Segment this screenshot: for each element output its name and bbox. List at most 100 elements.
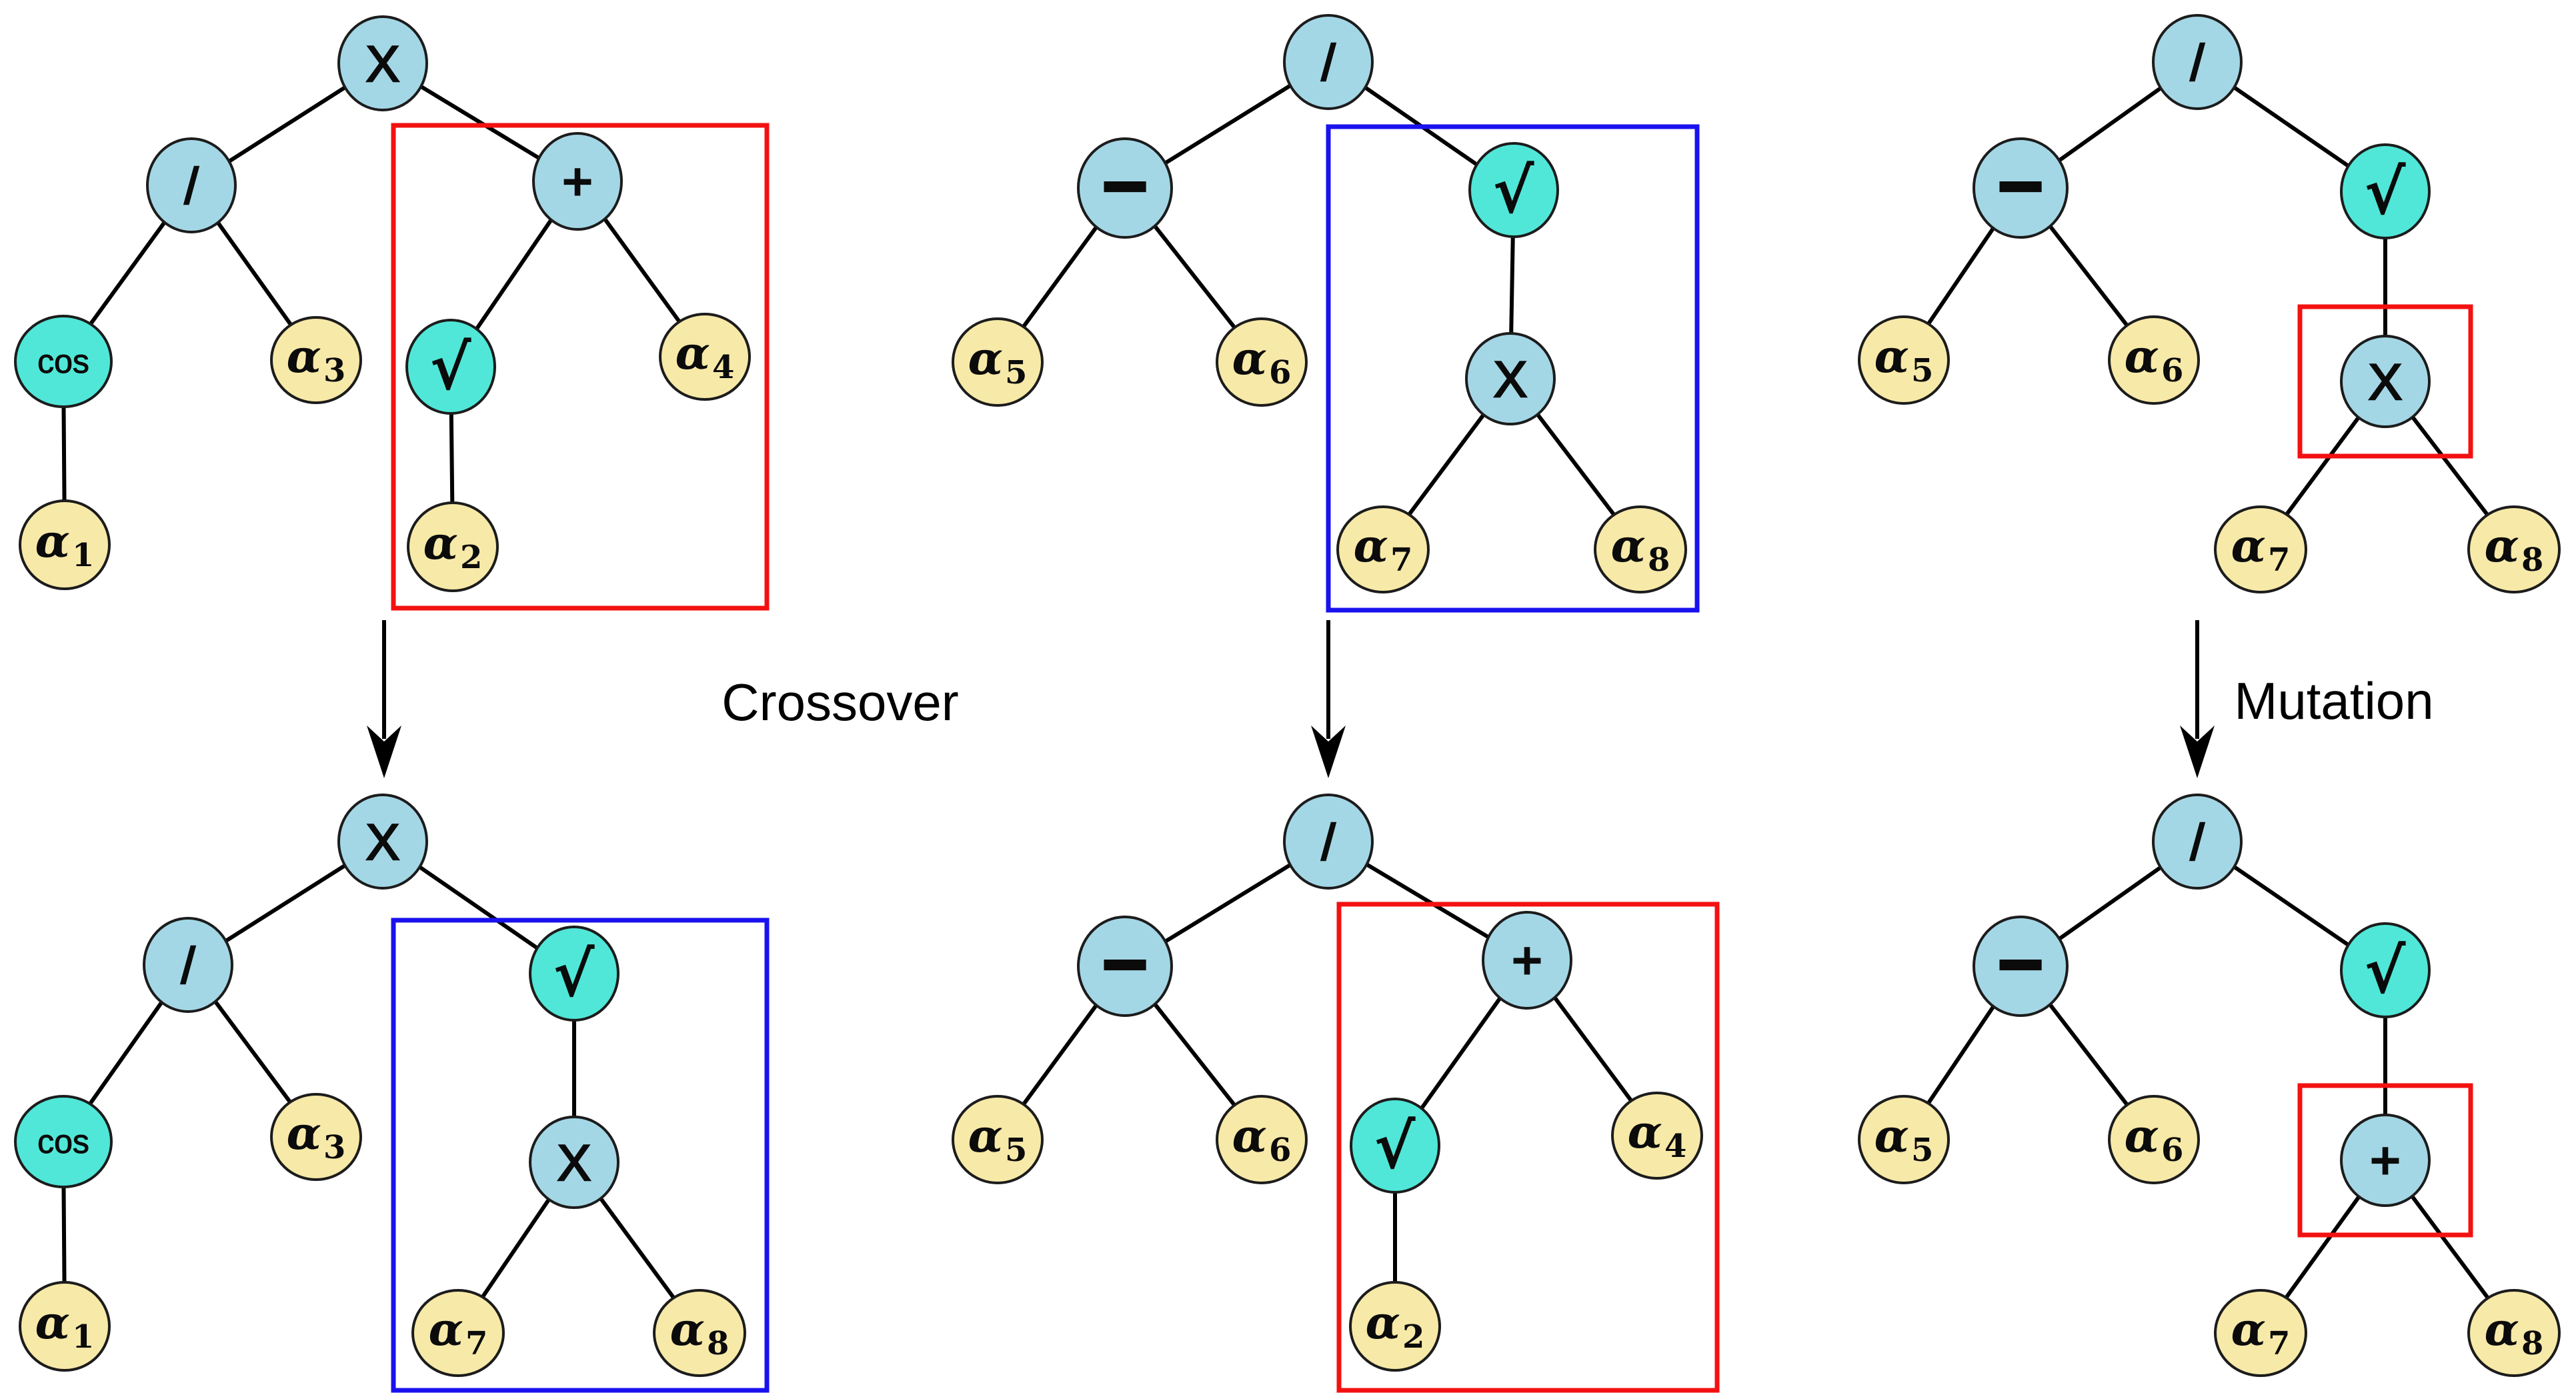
node-alpha-4: α4 bbox=[1611, 1092, 1703, 1180]
node-alpha-6: α6 bbox=[2108, 1095, 2200, 1184]
svg-text:−: − bbox=[1102, 920, 1148, 1009]
node-alpha-2: α2 bbox=[1349, 1281, 1441, 1372]
node-sqrt: √ bbox=[405, 319, 496, 415]
svg-text:α5: α5 bbox=[1874, 1110, 1934, 1169]
svg-text:−: − bbox=[1997, 141, 2044, 231]
svg-text:√: √ bbox=[1494, 155, 1534, 226]
node-divide-root: / bbox=[1283, 794, 1374, 890]
node-alpha-7: α7 bbox=[1336, 505, 1430, 593]
svg-text:X: X bbox=[2369, 354, 2403, 411]
crossover-result-box-red bbox=[1336, 902, 1720, 1393]
node-times: X bbox=[337, 15, 428, 111]
node-times: X bbox=[529, 1116, 619, 1209]
node-minus: − bbox=[1077, 916, 1173, 1017]
node-alpha-8: α8 bbox=[1594, 505, 1687, 593]
svg-text:X: X bbox=[1494, 351, 1528, 408]
tree-offspring-2: / − + α5 α6 √ α4 α2 bbox=[952, 794, 1720, 1393]
svg-text:α7: α7 bbox=[2231, 1303, 2291, 1362]
svg-text:+: + bbox=[562, 152, 593, 211]
node-cos: cos bbox=[14, 1095, 113, 1188]
svg-text:α7: α7 bbox=[1354, 519, 1413, 579]
svg-text:α5: α5 bbox=[968, 332, 1028, 391]
node-cos: cos bbox=[14, 315, 113, 408]
tree-edges bbox=[996, 60, 1642, 551]
node-minus: − bbox=[1077, 137, 1173, 239]
svg-text:−: − bbox=[1997, 920, 2044, 1009]
crossover-selection-box-red bbox=[391, 123, 770, 611]
mutation-result-box-red bbox=[2297, 1083, 2473, 1238]
svg-text:α7: α7 bbox=[429, 1303, 488, 1362]
svg-text:α1: α1 bbox=[35, 515, 95, 574]
svg-text:/: / bbox=[2190, 35, 2205, 91]
node-sqrt: √ bbox=[1350, 1098, 1440, 1194]
mutation-selection-box-red bbox=[2297, 304, 2473, 459]
node-plus: + bbox=[532, 132, 623, 231]
svg-text:X: X bbox=[366, 814, 400, 871]
node-minus: − bbox=[1973, 137, 2069, 239]
crossover-result-box-blue bbox=[391, 918, 770, 1393]
node-alpha-7: α7 bbox=[2214, 1289, 2307, 1377]
node-alpha-3: α3 bbox=[270, 1093, 362, 1181]
node-divide: / bbox=[146, 137, 237, 233]
mutation-label: Mutation bbox=[2234, 671, 2433, 730]
svg-text:√: √ bbox=[555, 938, 594, 1010]
svg-text:−: − bbox=[1102, 141, 1148, 231]
svg-text:α6: α6 bbox=[1232, 332, 1292, 391]
node-sqrt: √ bbox=[2340, 922, 2431, 1018]
svg-text:α8: α8 bbox=[2485, 519, 2544, 579]
svg-text:/: / bbox=[2190, 814, 2205, 871]
node-alpha-8: α8 bbox=[2467, 505, 2561, 593]
tree-edges bbox=[61, 840, 702, 1334]
node-plus: + bbox=[1482, 911, 1572, 1010]
tree-parent-1: X / + cos α3 √ α4 α1 bbox=[14, 15, 770, 611]
svg-text:cos: cos bbox=[37, 1123, 89, 1160]
node-alpha-5: α5 bbox=[1858, 1095, 1950, 1184]
node-alpha-4: α4 bbox=[659, 313, 751, 401]
node-alpha-3: α3 bbox=[270, 316, 362, 404]
svg-text:α2: α2 bbox=[1366, 1296, 1425, 1356]
svg-text:α8: α8 bbox=[1611, 519, 1670, 579]
node-alpha-1: α1 bbox=[19, 499, 111, 590]
node-minus: − bbox=[1973, 916, 2069, 1017]
svg-text:/: / bbox=[181, 938, 195, 994]
node-alpha-2: α2 bbox=[407, 501, 499, 592]
node-alpha-6: α6 bbox=[1216, 317, 1308, 407]
node-alpha-1: α1 bbox=[19, 1281, 111, 1372]
tree-offspring-1: X / √ cos α3 X α1 α7 bbox=[14, 794, 770, 1393]
node-divide-root: / bbox=[2152, 794, 2243, 890]
svg-text:α4: α4 bbox=[1628, 1106, 1687, 1165]
svg-text:α7: α7 bbox=[2231, 519, 2291, 579]
svg-text:α4: α4 bbox=[676, 327, 735, 386]
svg-text:√: √ bbox=[2366, 935, 2405, 1006]
svg-text:+: + bbox=[2370, 1131, 2401, 1190]
node-plus: + bbox=[2340, 1114, 2431, 1207]
node-divide-root: / bbox=[1283, 14, 1374, 110]
node-sqrt: √ bbox=[529, 926, 619, 1022]
crossover-arrow-middle bbox=[1311, 620, 1346, 778]
tree-edges bbox=[996, 840, 1659, 1326]
node-divide-root: / bbox=[2152, 14, 2243, 110]
node-divide: / bbox=[143, 917, 233, 1013]
tree-edges bbox=[61, 61, 707, 547]
svg-text:/: / bbox=[184, 158, 199, 215]
node-times: X bbox=[1465, 332, 1556, 425]
node-alpha-5: α5 bbox=[1858, 315, 1950, 405]
svg-text:+: + bbox=[1512, 931, 1542, 990]
node-times-root: X bbox=[337, 794, 428, 890]
node-alpha-7: α7 bbox=[411, 1289, 505, 1377]
node-alpha-5: α5 bbox=[952, 317, 1044, 407]
crossover-label: Crossover bbox=[722, 673, 958, 732]
svg-text:α5: α5 bbox=[1874, 330, 1934, 389]
node-sqrt: √ bbox=[2340, 143, 2431, 239]
tree-offspring-3: / − √ α5 α6 + α7 α8 bbox=[1858, 794, 2561, 1377]
node-times: X bbox=[2340, 335, 2431, 428]
svg-text:α1: α1 bbox=[35, 1296, 95, 1356]
svg-text:/: / bbox=[1321, 35, 1336, 91]
svg-text:√: √ bbox=[2366, 156, 2405, 227]
svg-text:α3: α3 bbox=[287, 330, 346, 389]
svg-text:α6: α6 bbox=[2125, 1110, 2184, 1169]
svg-text:α5: α5 bbox=[968, 1110, 1028, 1169]
svg-text:α2: α2 bbox=[423, 517, 483, 576]
svg-text:α8: α8 bbox=[2485, 1303, 2544, 1362]
